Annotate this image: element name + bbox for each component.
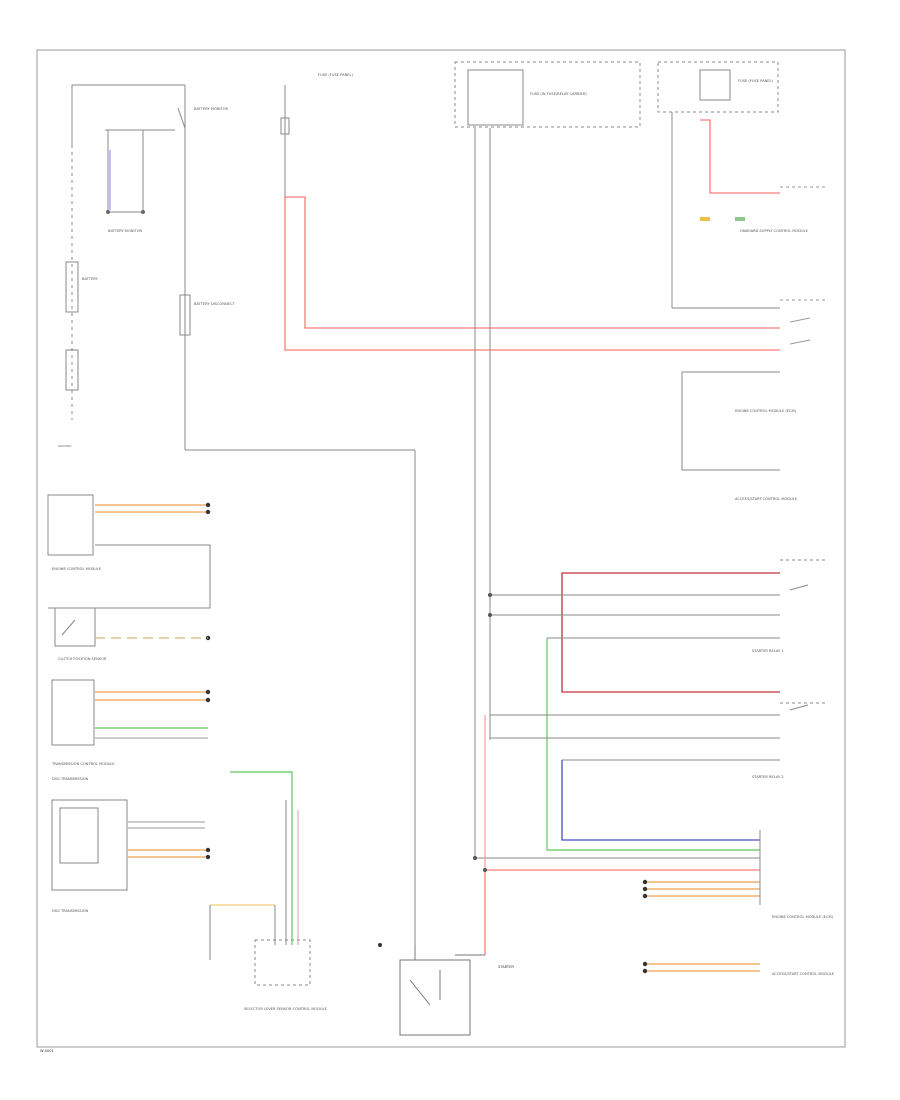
orange-wires: [95, 504, 760, 972]
battery-label: BATTERY: [82, 277, 99, 281]
junction-dot: [483, 868, 487, 872]
left-modules: [47, 494, 211, 891]
red-wires: [284, 119, 780, 955]
transmission-note-label: DSG TRANSMISSION: [52, 909, 89, 913]
engine-control-module-label: ENGINE CONTROL MODULE: [52, 567, 102, 571]
junction-dot: [488, 593, 492, 597]
selector-lever-module: [209, 800, 311, 986]
onboard-supply-label: ONBOARD SUPPLY CONTROL MODULE: [740, 229, 809, 233]
relay-wires: [490, 559, 825, 905]
junction-dot: [488, 613, 492, 617]
connector-dot: [141, 210, 145, 214]
green-wire-right: [546, 638, 760, 851]
access-start-right-label: ACCESS/START CONTROL MODULE: [772, 972, 835, 976]
clutch-switch-label: CLUTCH POSITION SENSOR: [58, 657, 107, 661]
fuse-relay-box-a: [454, 61, 760, 859]
transmission-control-label: TRANSMISSION CONTROL MODULE: [51, 762, 115, 766]
green-wire-selector: [230, 771, 293, 945]
fuse-relay-box-b: [657, 61, 780, 309]
ecm-right-label: ENGINE CONTROL MODULE (ECM): [772, 915, 834, 919]
blue-wire-right: [561, 760, 760, 841]
battery-top-label: BATTERY MONITOR: [194, 107, 229, 111]
connector-yellow: [700, 217, 710, 221]
junction-dot: [473, 856, 477, 860]
connector-dot: [106, 210, 110, 214]
figure-number: W-0001: [40, 1049, 54, 1053]
starter-relay-1-label: STARTER RELAY 1: [752, 649, 784, 653]
battery-disconnect-label: BATTERY DISCONNECT: [194, 302, 235, 306]
tcm-note-label: DSG TRANSMISSION: [52, 777, 89, 781]
fuse-relay-a-label: FUSE (IN FUSE/RELAY CARRIER): [530, 92, 587, 96]
right-stubs: [780, 186, 825, 345]
starter-relay-2-label: STARTER RELAY 2: [752, 775, 784, 779]
ecm-box: [681, 371, 780, 471]
selector-lever-label: SELECTOR LEVER SENSOR CONTROL MODULE: [244, 1007, 328, 1011]
ground-label: GROUND: [58, 444, 72, 448]
ecm-label: ENGINE CONTROL MODULE (ECM): [735, 409, 797, 413]
starter-terminal: [378, 943, 382, 947]
top-fuse: [280, 85, 290, 200]
battery-monitor-label: BATTERY MONITOR: [108, 229, 143, 233]
battery-section: [65, 84, 416, 945]
starter-label: STARTER: [498, 965, 514, 969]
access-start-label: ACCESS/START CONTROL MODULE: [735, 497, 798, 501]
connector-green: [735, 217, 745, 221]
starter: [399, 945, 485, 1036]
fuse-top-label: FUSE (FUSE PANEL): [318, 73, 354, 77]
fuse-relay-b-label: FUSE (FUSE PANEL): [738, 79, 774, 83]
connector-dots-left: [205, 502, 648, 974]
diagram-frame: [36, 49, 846, 1048]
dark-red-wire: [561, 572, 780, 693]
